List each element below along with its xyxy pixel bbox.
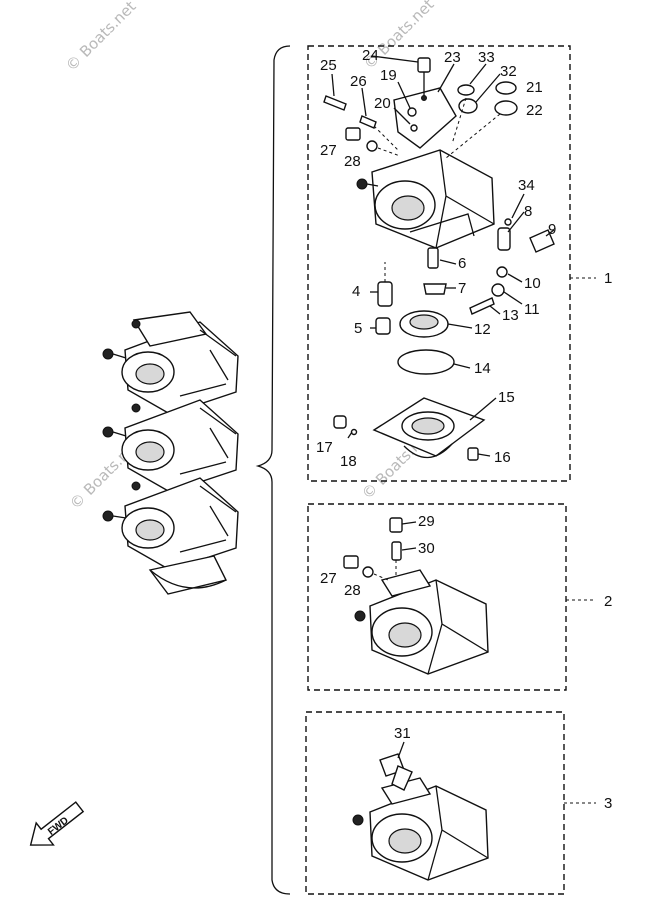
callout-25: 25	[320, 57, 337, 74]
callout-17: 17	[316, 439, 333, 456]
callout-9: 9	[548, 221, 556, 238]
callout-22: 22	[526, 102, 543, 119]
fwd-arrow-icon: FWD	[29, 801, 85, 846]
group-brace	[255, 45, 291, 895]
callout-29: 29	[418, 513, 435, 530]
callout-14: 14	[474, 360, 491, 377]
callout-15: 15	[498, 389, 515, 406]
callout-3: 3	[604, 795, 612, 812]
callout-20: 20	[374, 95, 391, 112]
callout-34: 34	[518, 177, 535, 194]
callout-33: 33	[478, 49, 495, 66]
callout-2: 2	[604, 593, 612, 610]
callout-13: 13	[502, 307, 519, 324]
callout-30: 30	[418, 540, 435, 557]
callout-10: 10	[524, 275, 541, 292]
callout-24: 24	[362, 47, 379, 64]
callout-7: 7	[458, 280, 466, 297]
assembly-1-illustration	[323, 57, 555, 461]
callout-1: 1	[604, 270, 612, 287]
callout-32: 32	[500, 63, 517, 80]
callout-21: 21	[526, 79, 543, 96]
callout-27-assembly-2: 27	[320, 570, 337, 587]
callout-11: 11	[524, 301, 540, 318]
callout-4: 4	[352, 283, 360, 300]
callout-labels: 24 23 33 32 21 22 25 19 26 20 27 28 34 8…	[316, 47, 612, 812]
watermark-1: © Boats.net	[62, 0, 140, 75]
callout-leaders	[331, 55, 555, 759]
callout-28: 28	[344, 153, 361, 170]
callout-5: 5	[354, 320, 362, 337]
callout-6: 6	[458, 255, 466, 272]
callout-8: 8	[524, 203, 532, 220]
callout-28-assembly-2: 28	[344, 582, 361, 599]
box-assembly-1	[307, 45, 571, 482]
box-assembly-2	[307, 503, 567, 691]
callout-27: 27	[320, 142, 337, 159]
callout-26: 26	[350, 73, 367, 90]
assembly-3-illustration	[352, 753, 489, 881]
callout-23: 23	[444, 49, 461, 66]
assembly-2-illustration	[343, 517, 489, 675]
stacked-carburetor-illustration	[102, 311, 239, 595]
callout-31: 31	[394, 725, 411, 742]
callout-12: 12	[474, 321, 491, 338]
callout-19: 19	[380, 67, 397, 84]
callout-18: 18	[340, 453, 357, 470]
callout-16: 16	[494, 449, 511, 466]
